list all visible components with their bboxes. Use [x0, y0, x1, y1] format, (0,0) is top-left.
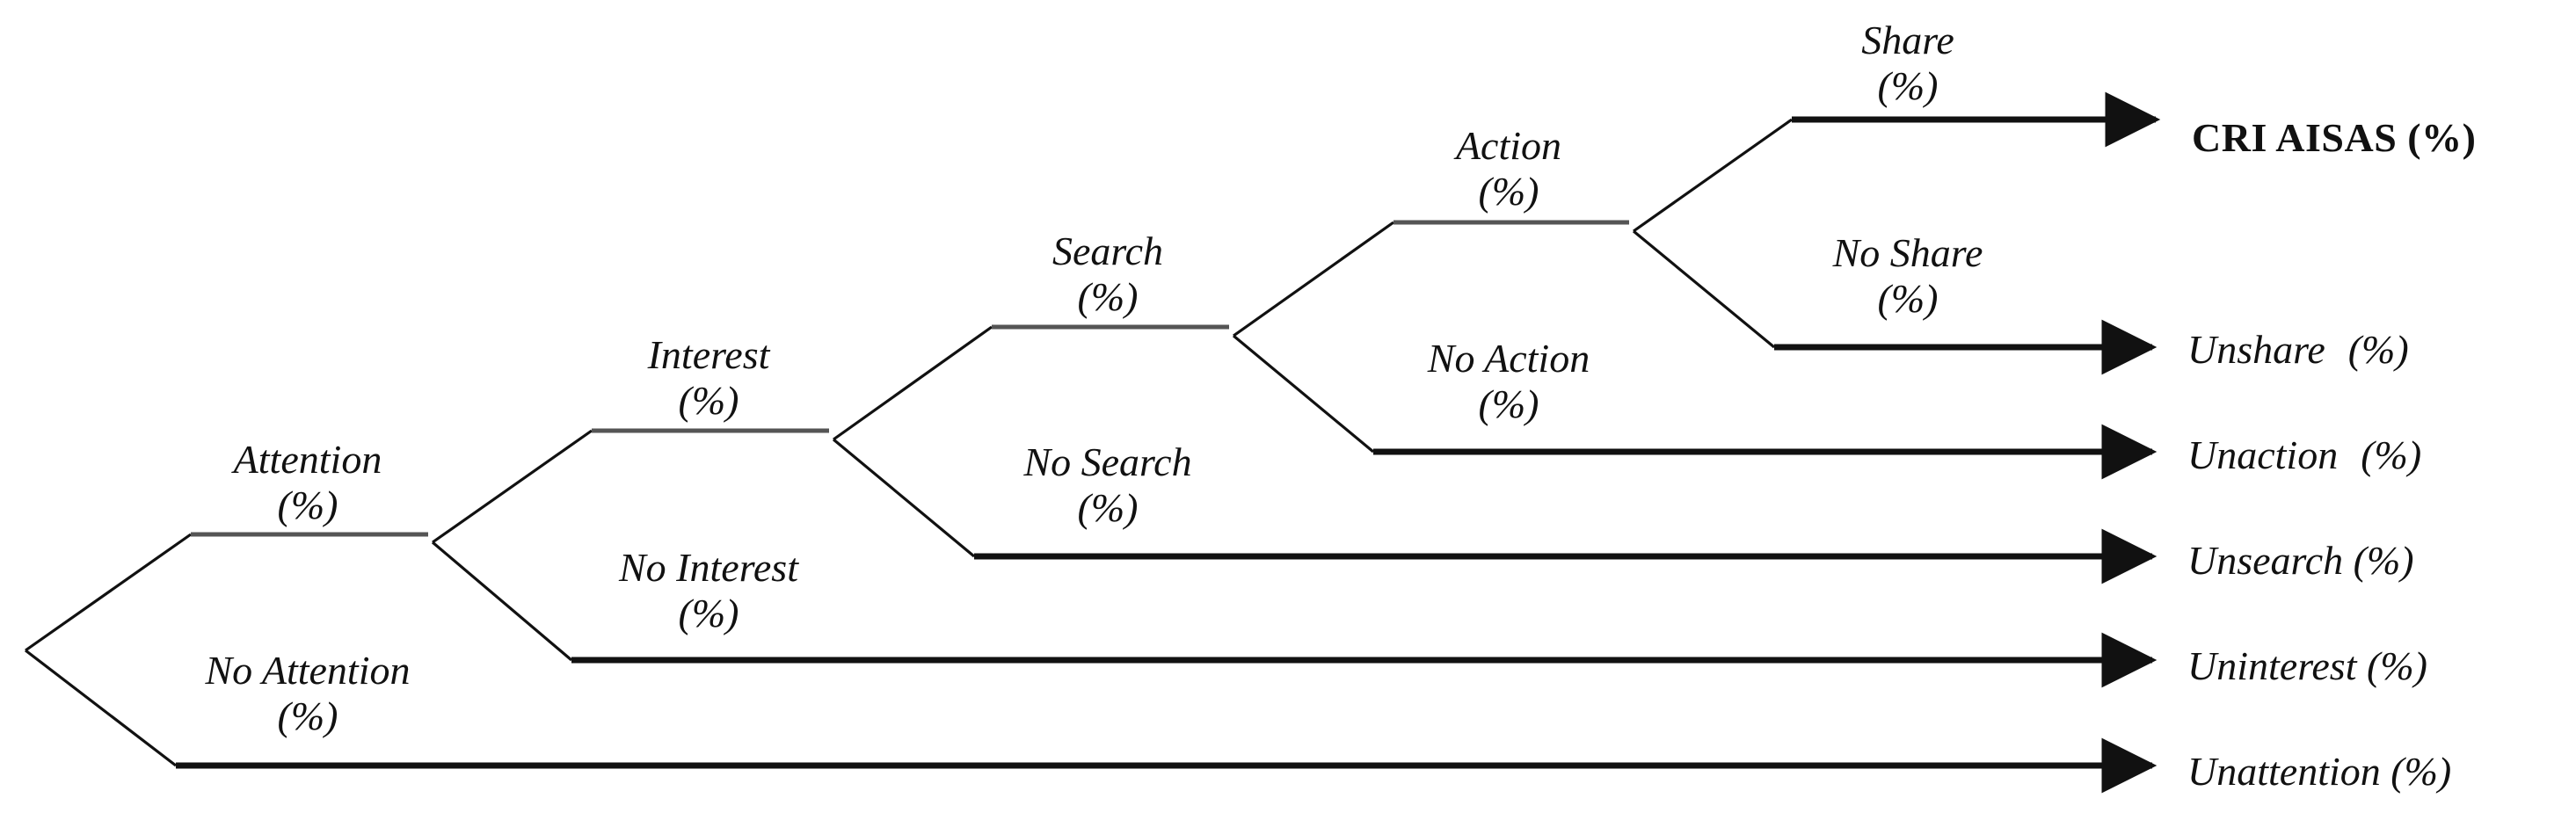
outcome-uninterest: Uninterest (%) — [2187, 646, 2427, 686]
outcome-unsearch: Unsearch (%) — [2187, 541, 2414, 581]
outcome-cri-aisas: CRI AISAS (%) — [2192, 118, 2476, 158]
outcome-pct-unsearch: (%) — [2353, 538, 2414, 583]
outcome-unaction: Unaction (%) — [2187, 435, 2421, 475]
outcome-pct-unshare: (%) — [2347, 327, 2409, 372]
outcome-name-unaction: Unaction — [2187, 432, 2339, 477]
edge-action-to-no-share — [1632, 229, 1776, 349]
outcome-pct-unattention: (%) — [2390, 749, 2452, 794]
edge-attention-to-interest — [432, 429, 593, 544]
outcome-name-unattention: Unattention — [2187, 749, 2381, 794]
edge-search-to-action — [1233, 221, 1394, 338]
outcome-text-cri-aisas: CRI AISAS (%) — [2192, 115, 2477, 160]
outcome-name-uninterest: Uninterest — [2187, 643, 2357, 688]
outcome-pct-unaction: (%) — [2361, 432, 2422, 477]
edge-search-to-no-action — [1232, 334, 1375, 454]
edge-interest-to-no-search — [832, 438, 976, 558]
edge-attention-to-no-interest — [431, 541, 573, 662]
edge-root-to-attention — [25, 533, 192, 652]
outcome-unshare: Unshare (%) — [2187, 330, 2409, 370]
outcome-name-unshare: Unshare — [2187, 327, 2325, 372]
edge-action-to-share — [1633, 118, 1793, 233]
edge-interest-to-search — [833, 325, 993, 441]
outcome-name-unsearch: Unsearch — [2187, 538, 2344, 583]
outcome-pct-uninterest: (%) — [2367, 643, 2427, 688]
outcome-unattention: Unattention (%) — [2187, 751, 2451, 792]
edge-root-to-no-attention — [25, 649, 177, 767]
